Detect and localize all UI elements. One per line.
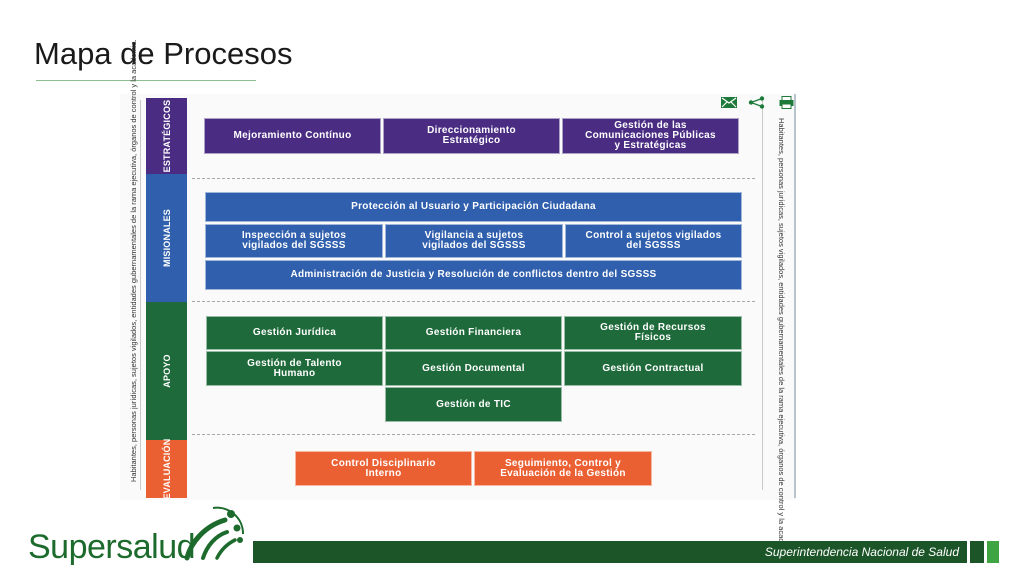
print-icon[interactable] [779,96,794,109]
process-gestion-juridica[interactable]: Gestión Jurídica [206,316,383,350]
title-underline [36,80,256,81]
footer-square-light [987,541,999,563]
supersalud-logo-text: Supersalud [28,528,196,566]
category-misionales: MISIONALES [146,174,187,302]
category-label-evaluacion: EVALUACIÓN [161,438,172,500]
page-title: Mapa de Procesos [34,36,293,71]
separator-1 [192,178,755,179]
process-gestion-talento-humano[interactable]: Gestión de Talento Humano [206,351,383,386]
category-label-misionales: MISIONALES [161,208,172,268]
process-seguimiento-control[interactable]: Seguimiento, Control y Evaluación de la … [474,451,652,486]
footer-bar: Superintendencia Nacional de Salud [253,541,967,563]
stakeholders-text-right: Habitantes, personas jurídicas, sujetos … [777,118,786,561]
process-gestion-contractual[interactable]: Gestión Contractual [564,351,742,386]
process-control[interactable]: Control a sujetos vigilados del SGSSS [565,224,742,258]
process-gestion-documental[interactable]: Gestión Documental [385,351,562,386]
category-apoyo: APOYO [146,302,187,440]
process-direccionamiento-estrategico[interactable]: Direccionamiento Estratégico [383,118,560,154]
category-estrategicos: ESTRATÉGICOS [146,98,187,174]
process-gestion-tic[interactable]: Gestión de TIC [385,387,562,422]
process-gestion-financiera[interactable]: Gestión Financiera [385,316,562,350]
process-inspeccion[interactable]: Inspección a sujetos vigilados del SGSSS [205,224,383,258]
category-label-apoyo: APOYO [161,354,172,388]
process-map-frame [122,94,796,498]
process-control-disciplinario[interactable]: Control Disciplinario Interno [295,451,472,486]
category-label-estrategicos: ESTRATÉGICOS [161,99,172,173]
process-vigilancia[interactable]: Vigilancia a sujetos vigilados del SGSSS [385,224,563,258]
left-divider [140,100,141,490]
separator-3 [192,434,755,435]
process-gestion-recursos-fisicos[interactable]: Gestión de Recursos Físicos [564,316,742,350]
stakeholders-text-left: Habitantes, personas jurídicas, sujetos … [129,39,138,482]
category-evaluacion: EVALUACIÓN [146,438,187,500]
process-map [120,94,796,500]
share-icon[interactable] [748,96,766,109]
separator-2 [192,301,755,302]
footer-square-dark [970,541,984,563]
process-mejoramiento-continuo[interactable]: Mejoramiento Contínuo [204,118,381,154]
process-proteccion-usuario[interactable]: Protección al Usuario y Participación Ci… [205,192,742,222]
right-divider [762,100,763,490]
mail-icon[interactable] [721,97,737,108]
footer-text: Superintendencia Nacional de Salud [764,545,959,559]
process-administracion-justicia[interactable]: Administración de Justicia y Resolución … [205,260,742,290]
supersalud-logo-icon [184,506,245,561]
process-comunicaciones[interactable]: Gestión de las Comunicaciones Públicas y… [562,118,739,154]
